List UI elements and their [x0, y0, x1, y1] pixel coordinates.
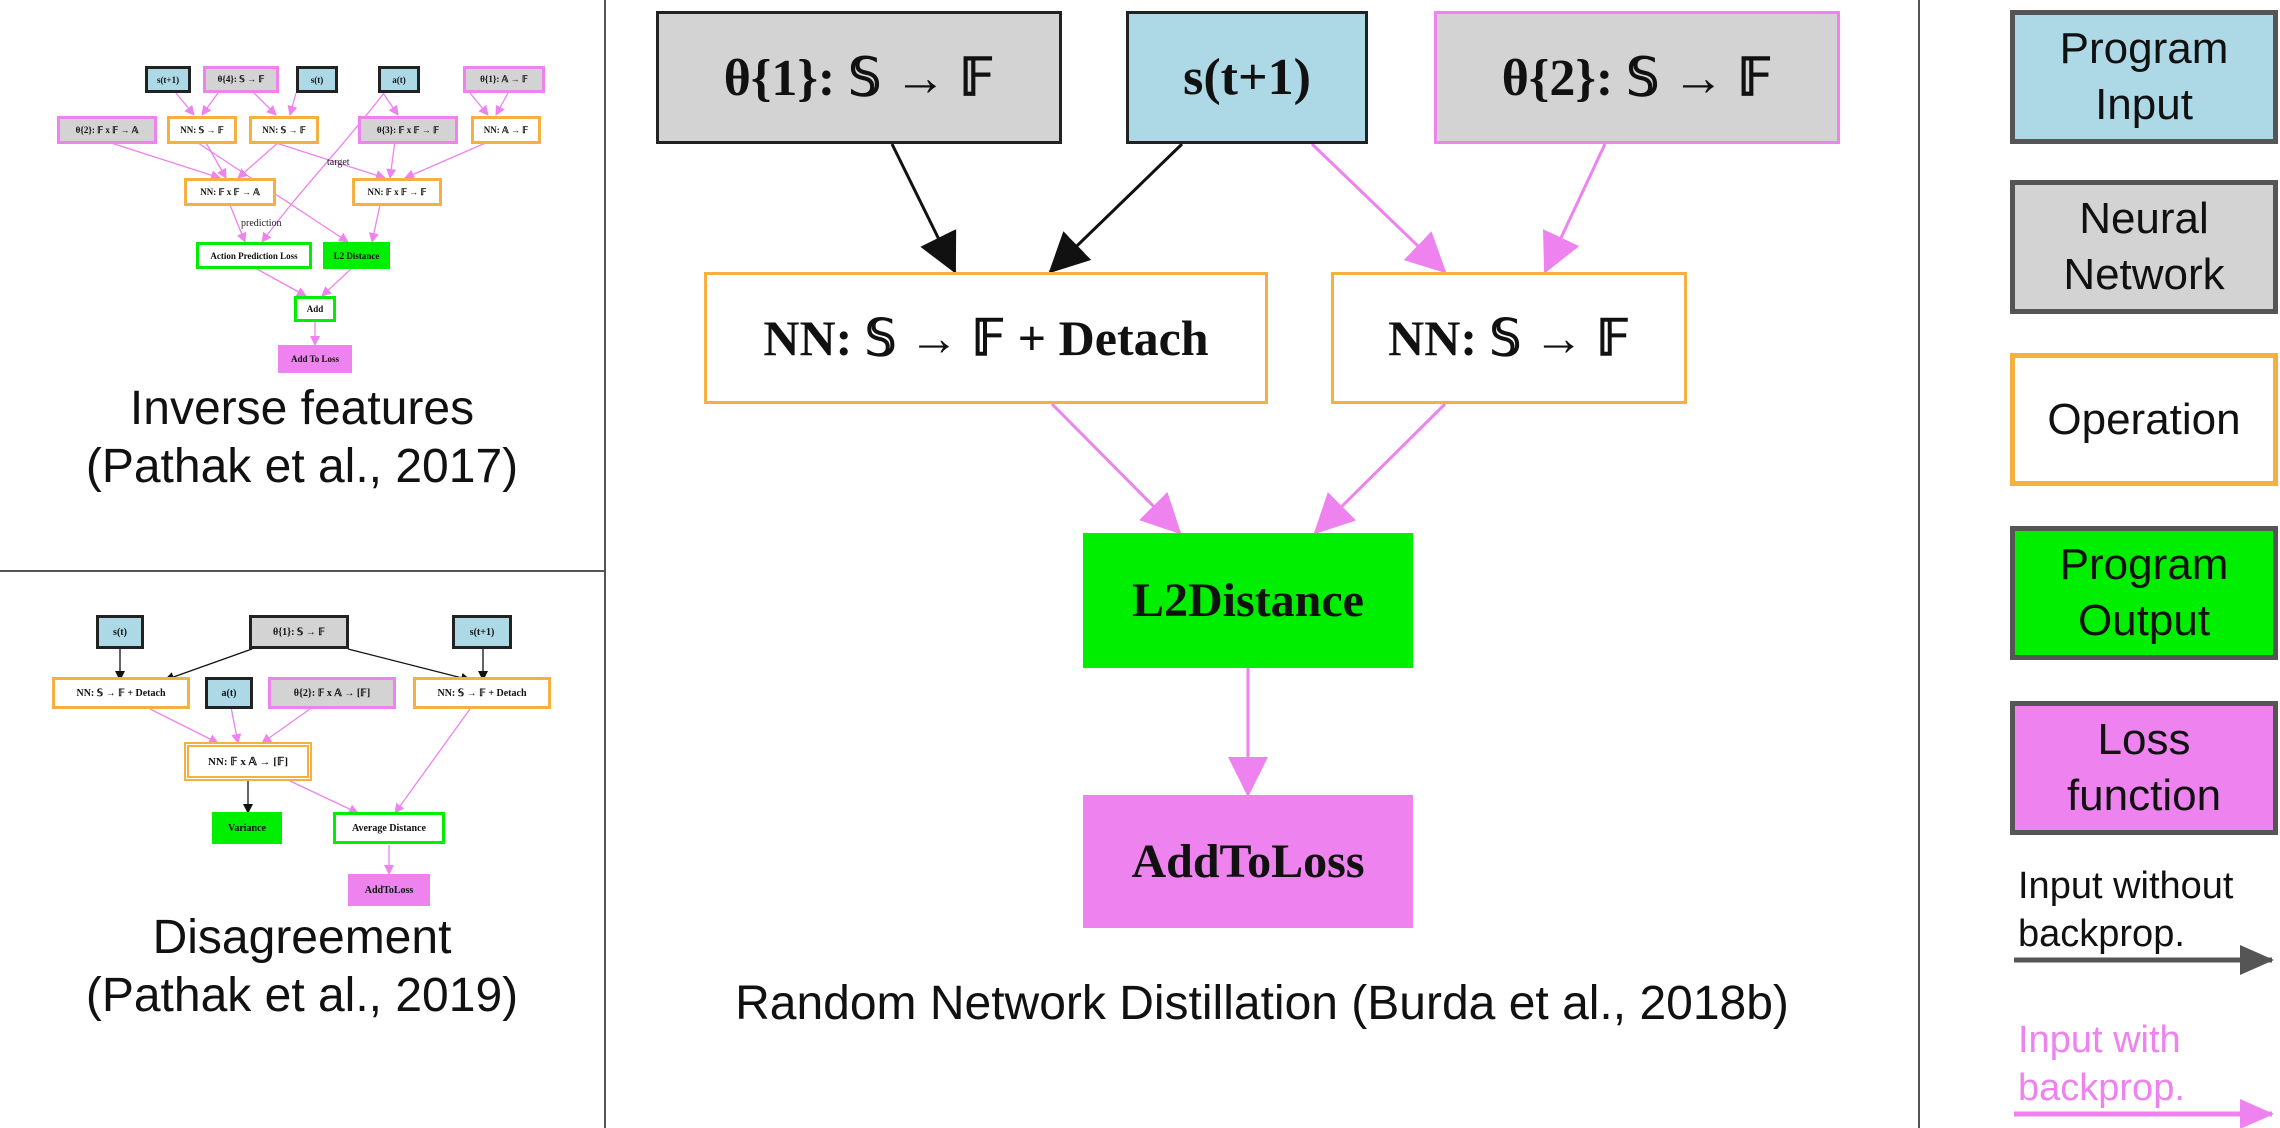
- node-d-nn-detach-right: NN: 𝕊 → 𝔽 + Detach: [413, 677, 551, 709]
- legend-program-output-label: Program Output: [2059, 540, 2229, 645]
- divider-left: [604, 0, 606, 1128]
- node-s-t1: s(t+1): [145, 66, 191, 93]
- legend-loss-function-label: Loss function: [2066, 715, 2222, 820]
- node-theta1: θ{1}: 𝔸 → 𝔽: [463, 66, 545, 93]
- node-nn-ff-a: NN: 𝔽 x 𝔽 → 𝔸: [184, 178, 276, 206]
- node-theta4: θ{4}: 𝕊 → 𝔽: [203, 66, 279, 93]
- legend-no-backprop-line1: Input without: [2018, 865, 2234, 907]
- node-a-t: a(t): [378, 66, 420, 93]
- caption-inverse-features: Inverse features (Pathak et al., 2017): [0, 380, 604, 496]
- legend-program-output: Program Output: [2010, 526, 2278, 660]
- node-d-average-distance: Average Distance: [333, 812, 445, 844]
- caption-disagreement-line2: (Pathak et al., 2019): [85, 969, 519, 1022]
- node-d-theta1: θ{1}: 𝕊 → 𝔽: [249, 615, 349, 649]
- disagreement-pink-edges: [149, 701, 471, 875]
- divider-right: [1918, 0, 1920, 1128]
- edge-label-prediction: prediction: [241, 218, 282, 229]
- node-rnd-nn-detach: NN: 𝕊 → 𝔽 + Detach: [704, 272, 1268, 404]
- node-d-nn-detach-left: NN: 𝕊 → 𝔽 + Detach: [52, 677, 190, 709]
- node-nn-ff-f: NN: 𝔽 x 𝔽 → 𝔽: [352, 178, 442, 206]
- node-nn-s-f-1: NN: 𝕊 → 𝔽: [167, 116, 237, 144]
- edge-label-target: target: [327, 157, 350, 168]
- legend-no-backprop-text: Input without backprop.: [2018, 862, 2233, 958]
- legend-program-input-label: Program Input: [2059, 24, 2229, 129]
- divider-left-horizontal: [0, 570, 604, 572]
- node-add: Add: [294, 296, 336, 322]
- node-d-nn-fa: NN: 𝔽 x 𝔸 → [𝔽]: [184, 742, 312, 781]
- legend-operation: Operation: [2010, 353, 2278, 486]
- node-action-prediction-loss: Action Prediction Loss: [196, 242, 312, 269]
- node-l2-distance: L2 Distance: [323, 242, 390, 269]
- legend-backprop-line1: Input with: [2018, 1019, 2181, 1061]
- caption-inverse-line1: Inverse features: [129, 382, 475, 435]
- legend-backprop-text: Input with backprop.: [2018, 1016, 2185, 1112]
- node-d-add-to-loss: AddToLoss: [348, 874, 430, 906]
- legend-program-input: Program Input: [2010, 10, 2278, 144]
- legend-neural-network-label: Neural Network: [2063, 194, 2225, 299]
- caption-disagreement-line1: Disagreement: [152, 911, 452, 964]
- disagreement-black-edges: [115, 648, 488, 814]
- caption-inverse-line2: (Pathak et al., 2017): [85, 440, 519, 493]
- node-rnd-s-t1: s(t+1): [1126, 11, 1368, 144]
- node-nn-a-f: NN: 𝔸 → 𝔽: [471, 116, 541, 144]
- node-rnd-theta1: θ{1}: 𝕊 → 𝔽: [656, 11, 1062, 144]
- caption-disagreement: Disagreement (Pathak et al., 2019): [0, 909, 604, 1025]
- legend-no-backprop-line2: backprop.: [2018, 913, 2185, 955]
- node-rnd-theta2: θ{2}: 𝕊 → 𝔽: [1434, 11, 1840, 144]
- legend-backprop-line2: backprop.: [2018, 1067, 2185, 1109]
- node-d-variance: Variance: [212, 812, 282, 844]
- rnd-black-edges: [890, 142, 1184, 274]
- legend-neural-network: Neural Network: [2010, 180, 2278, 314]
- node-nn-s-f-2: NN: 𝕊 → 𝔽: [249, 116, 319, 144]
- node-d-a-t: a(t): [205, 677, 253, 709]
- node-d-theta2: θ{2}: 𝔽 x 𝔸 → [𝔽]: [268, 677, 396, 709]
- node-theta2: θ{2}: 𝔽 x 𝔽 → 𝔸: [57, 116, 157, 144]
- node-theta3: θ{3}: 𝔽 x 𝔽 → 𝔽: [358, 116, 458, 144]
- node-d-s-t1: s(t+1): [452, 615, 512, 649]
- caption-rnd: Random Network Distillation (Burda et al…: [735, 977, 1789, 1030]
- legend-operation-label: Operation: [2047, 394, 2241, 444]
- rnd-pink-edges: [1050, 142, 1607, 797]
- legend-loss-function: Loss function: [2010, 701, 2278, 835]
- node-rnd-add-to-loss: AddToLoss: [1083, 795, 1413, 928]
- node-add-to-loss: Add To Loss: [278, 345, 352, 373]
- node-rnd-nn: NN: 𝕊 → 𝔽: [1331, 272, 1687, 404]
- node-d-s-t: s(t): [96, 615, 144, 649]
- node-rnd-l2-distance: L2Distance: [1083, 533, 1413, 668]
- node-s-t: s(t): [296, 66, 338, 93]
